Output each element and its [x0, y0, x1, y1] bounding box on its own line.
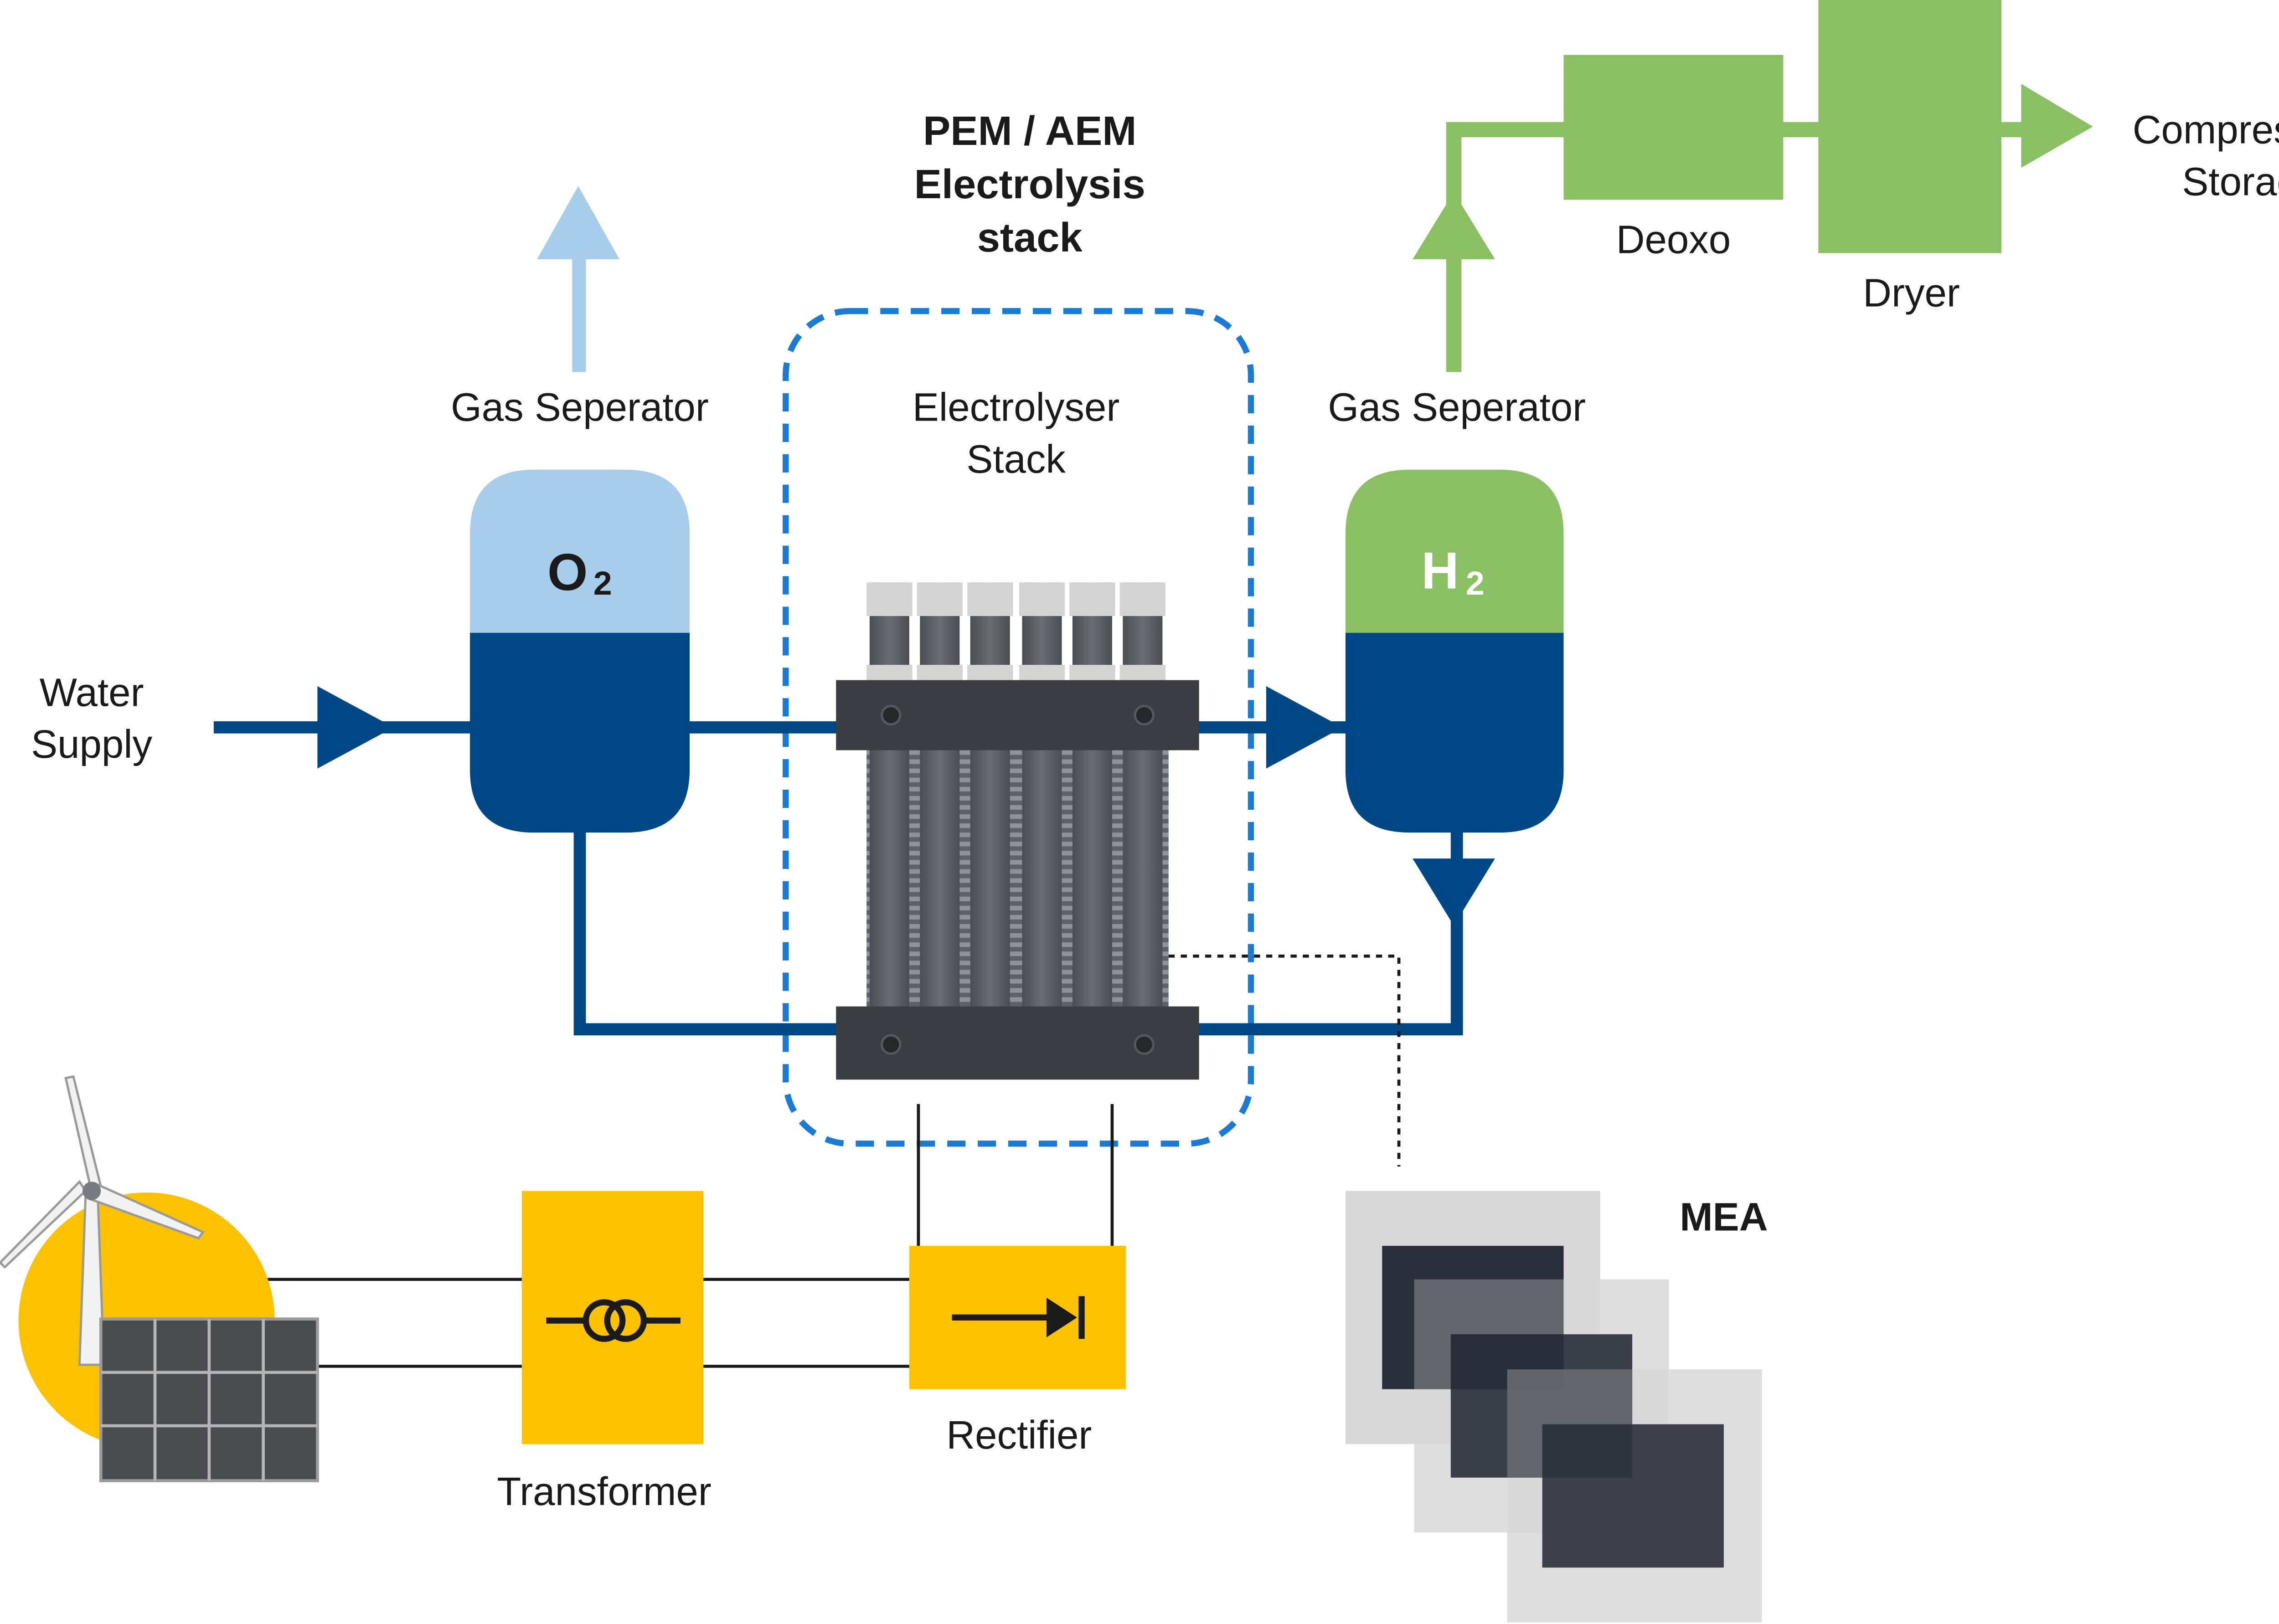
- stack-rod-caps: [866, 582, 1166, 680]
- dryer-label: Dryer: [1863, 271, 1960, 315]
- h2-return-arrow-icon: [1413, 858, 1495, 926]
- stack-boundary: [783, 308, 1254, 1147]
- title-line-2: Electrolysis: [914, 161, 1145, 207]
- o2-output-arrow-icon: [537, 186, 620, 259]
- h2-label: H: [1421, 542, 1459, 600]
- transformer: [521, 1191, 704, 1444]
- h2-gas-separator-label: Gas Seperator: [1328, 385, 1586, 430]
- compressor-label-1: Compressor /: [2133, 108, 2279, 152]
- mea-illustration: [1345, 1191, 1762, 1623]
- mea-leader-line: [1168, 954, 1401, 1167]
- mea-core-5: [1542, 1424, 1724, 1568]
- h2-subscript: 2: [1466, 564, 1485, 602]
- water-supply-label-2: Supply: [31, 722, 153, 766]
- rectifier: [909, 1246, 1126, 1389]
- stack-bolt: [881, 1034, 902, 1055]
- h2-gas-separator: H 2: [1345, 469, 1564, 833]
- water-supply-label-1: Water: [40, 670, 144, 714]
- mea-label: MEA: [1680, 1195, 1768, 1239]
- title-line-3: stack: [977, 215, 1083, 261]
- water-supply-pipe: [213, 686, 473, 769]
- transformer-label: Transformer: [497, 1470, 712, 1514]
- o2-gas-separator-label: Gas Seperator: [451, 385, 709, 430]
- renewable-source: [0, 1075, 319, 1482]
- deoxo-box: [1563, 55, 1784, 200]
- o2-subscript: 2: [593, 564, 612, 602]
- solar-panel-icon: [99, 1317, 319, 1482]
- o2-gas-separator: O 2: [470, 469, 690, 833]
- stack-label-1: Electrolyser: [913, 385, 1119, 430]
- diode-symbol-icon: [952, 1296, 1085, 1339]
- title-line-1: PEM / AEM: [923, 108, 1136, 154]
- stack-bolt: [881, 704, 902, 726]
- electrolyser-stack: [836, 582, 1199, 1080]
- compressor-arrow-icon: [2021, 84, 2093, 168]
- dryer-box: [1818, 0, 2001, 253]
- o2-label: O: [547, 544, 588, 601]
- wind-turbine-icon: [0, 1075, 205, 1366]
- stack-rods: [869, 582, 1163, 1040]
- stack-label-2: Stack: [966, 437, 1066, 481]
- diagram-title: PEM / AEM Electrolysis stack: [914, 108, 1145, 261]
- stack-bolt: [1134, 1034, 1155, 1055]
- h2-output-arrow-icon: [1413, 192, 1495, 259]
- compressor-label-2: Storage: [2182, 159, 2279, 204]
- stack-bolt: [1134, 704, 1155, 726]
- transformer-symbol-icon: [546, 1299, 681, 1342]
- water-flow-arrow-icon: [317, 686, 394, 769]
- o2-output-pipe: [572, 256, 586, 372]
- rectifier-label: Rectifier: [946, 1413, 1092, 1457]
- deoxo-label: Deoxo: [1616, 218, 1731, 262]
- stack-to-h2-arrow-icon: [1266, 686, 1343, 769]
- stack-fins: [866, 747, 1169, 1010]
